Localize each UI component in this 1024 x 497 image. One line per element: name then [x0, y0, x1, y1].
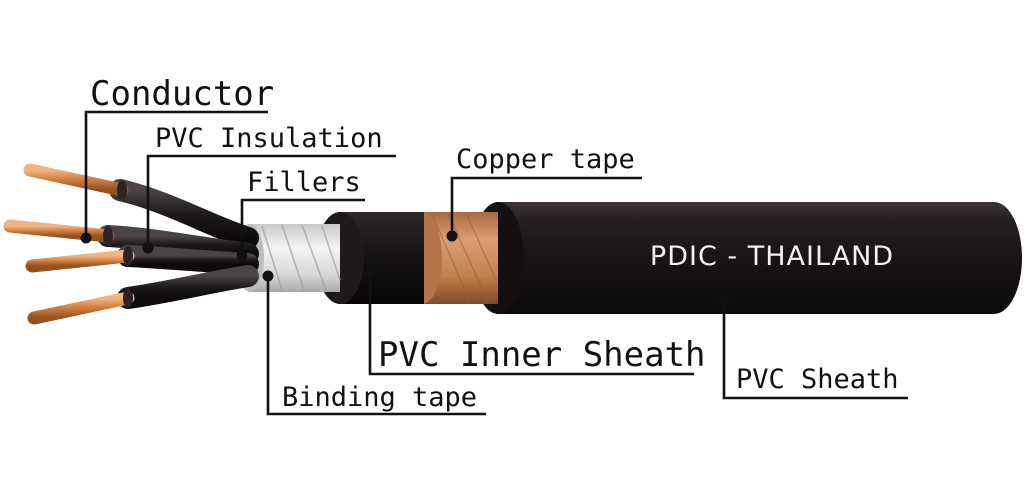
- callout-pvc-inner-sheath: PVC Inner Sheath: [364, 266, 706, 376]
- callout-pvc-sheath: PVC Sheath: [718, 294, 908, 400]
- label-pvc-sheath: PVC Sheath: [736, 364, 899, 395]
- callout-fillers: Fillers: [236, 167, 365, 262]
- label-pvc-insulation: PVC Insulation: [155, 123, 383, 154]
- label-pvc-inner-sheath: PVC Inner Sheath: [378, 335, 706, 375]
- label-copper-tape: Copper tape: [456, 144, 635, 175]
- label-binding-tape: Binding tape: [282, 382, 477, 413]
- callout-conductor: Conductor: [80, 74, 274, 244]
- callout-binding-tape: Binding tape: [262, 270, 486, 416]
- cable-print-text: PDIC - THAILAND: [650, 241, 894, 272]
- callout-pvc-insulation: PVC Insulation: [142, 123, 396, 254]
- callout-copper-tape: Copper tape: [446, 144, 642, 242]
- label-conductor: Conductor: [90, 74, 274, 114]
- label-fillers: Fillers: [247, 167, 361, 198]
- copper-conductors: [3, 163, 135, 325]
- insulated-cores: [97, 179, 259, 309]
